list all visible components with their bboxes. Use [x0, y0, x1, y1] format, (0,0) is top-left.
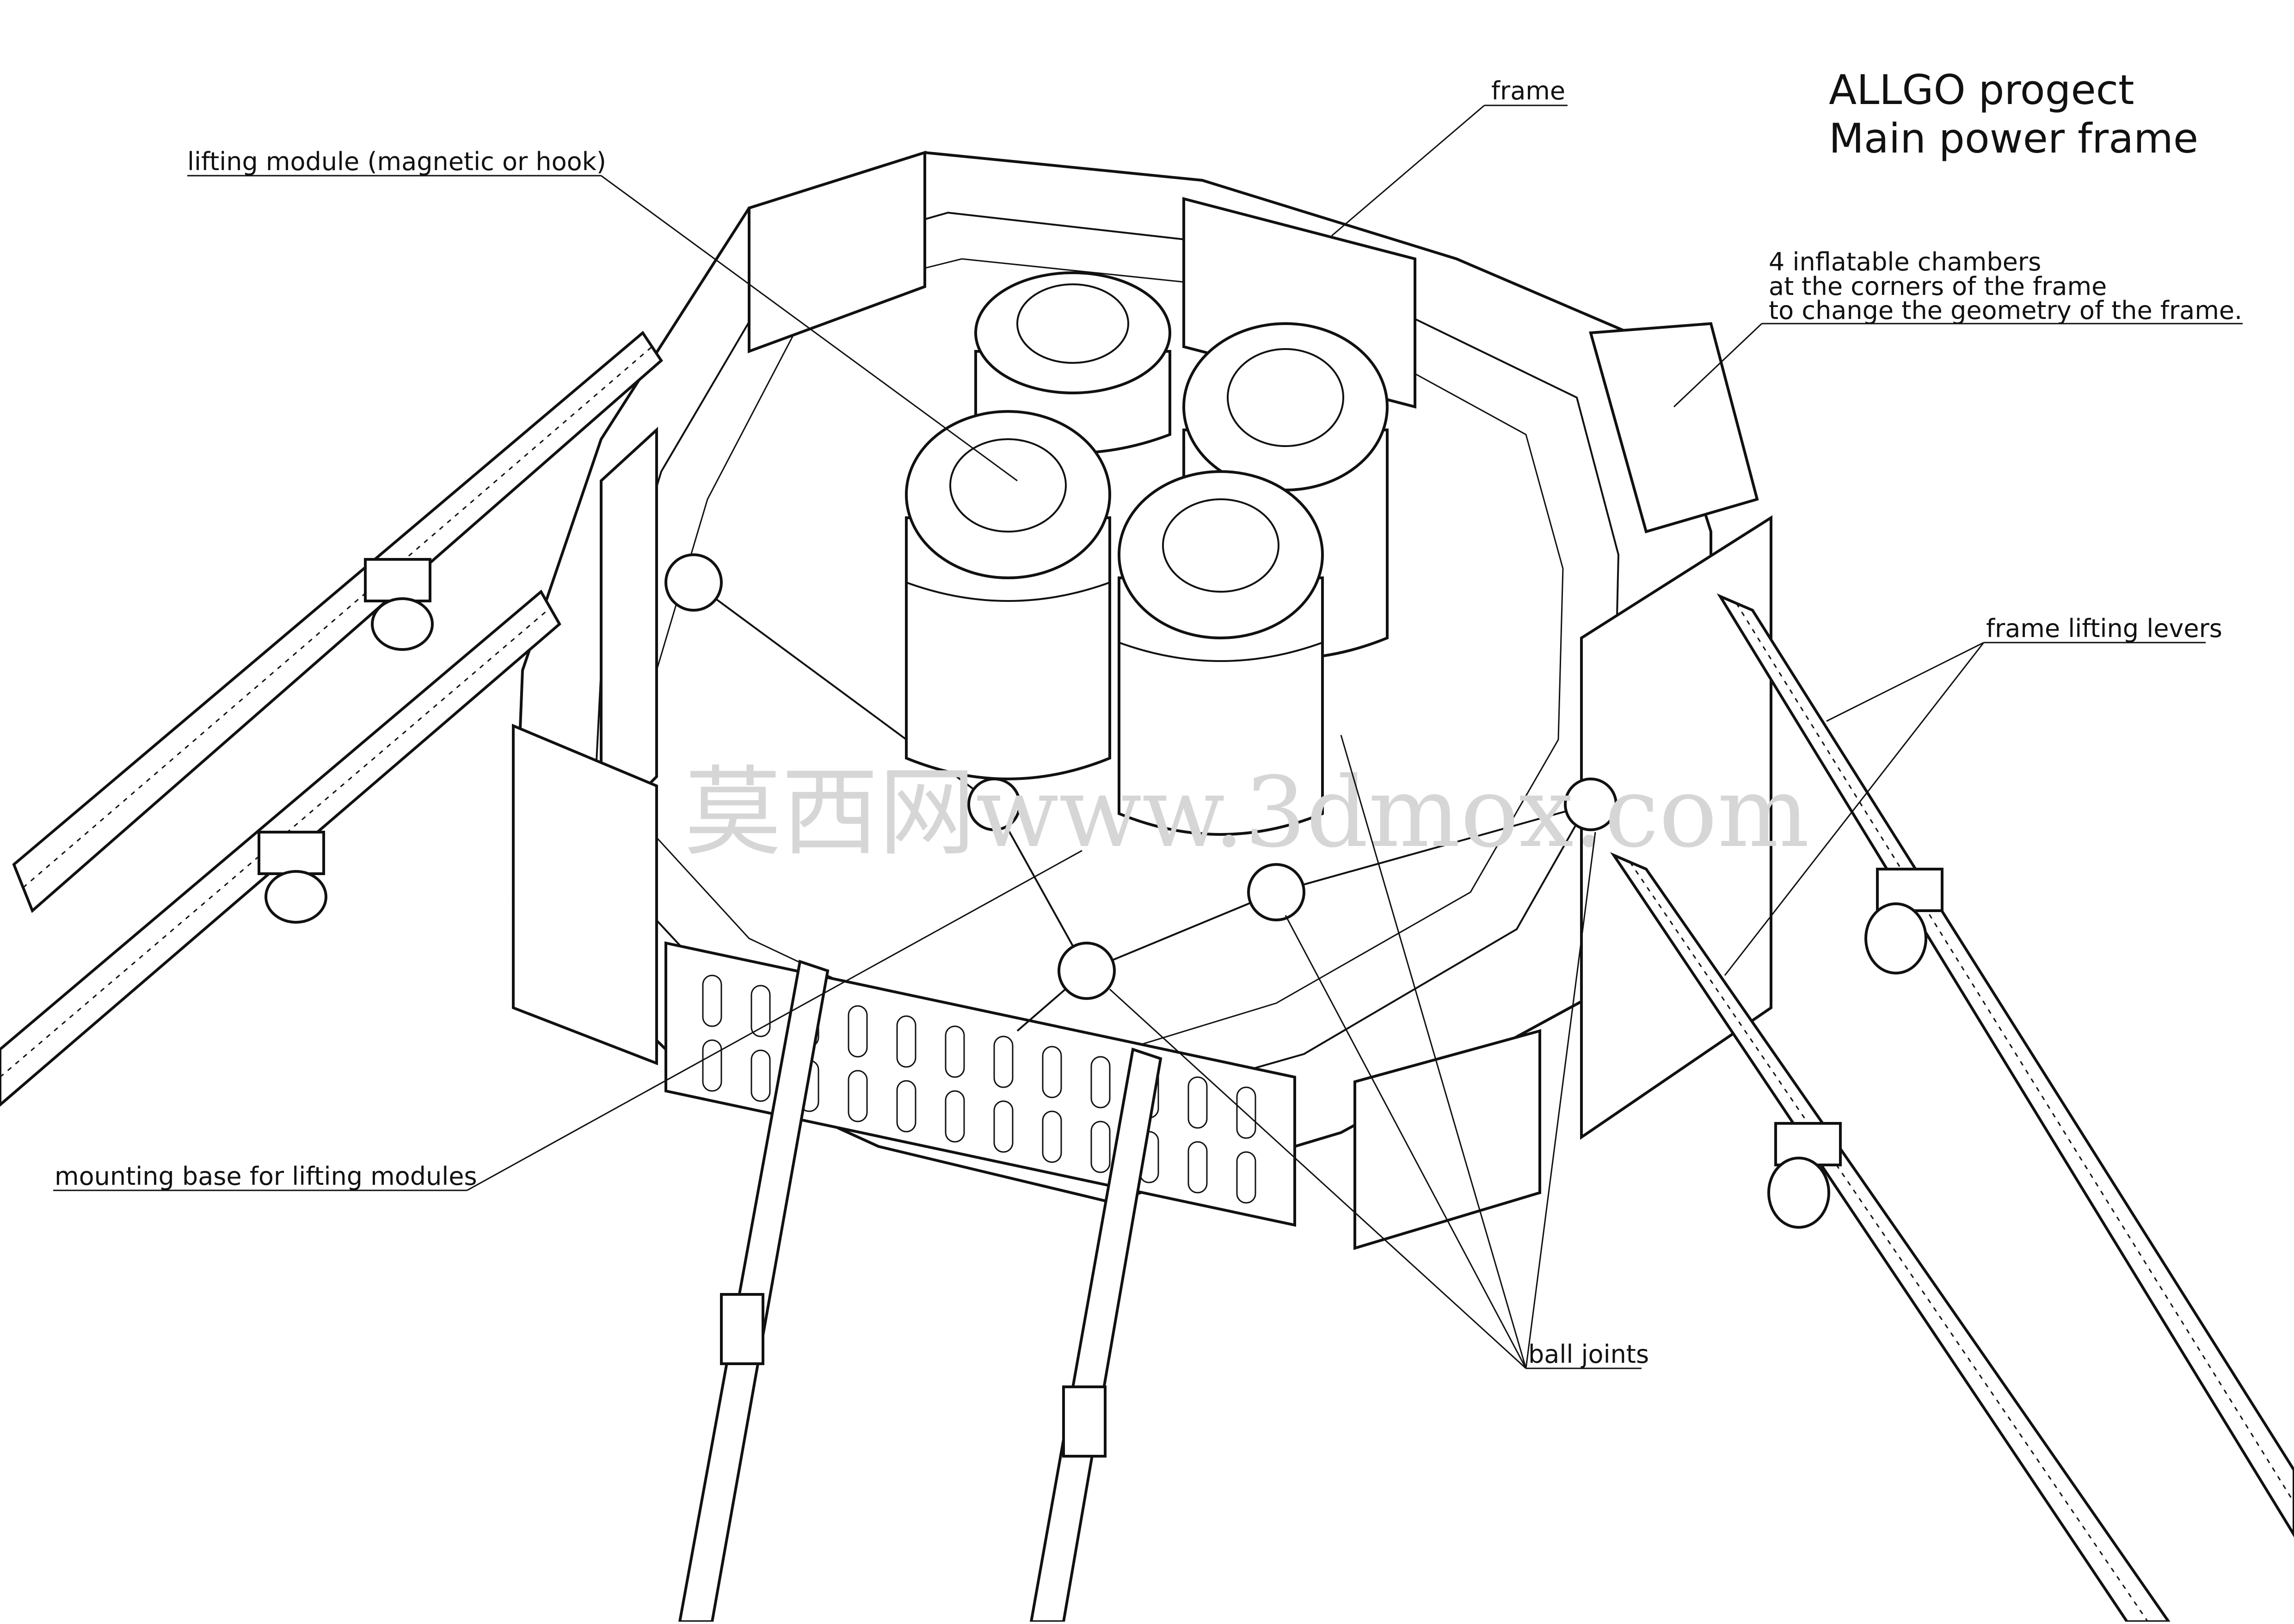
panel-slot — [1090, 1056, 1111, 1109]
panel-slot — [945, 1090, 965, 1143]
title-line-2: Main power frame — [1829, 115, 2198, 162]
label-mounting-base: mounting base for lifting modules — [55, 1162, 477, 1191]
label-frame-lifting-levers: frame lifting levers — [1986, 614, 2222, 643]
label-lifting-module: lifting module (magnetic or hook) — [187, 147, 606, 176]
lever-left-upper — [12, 331, 663, 913]
panel-slot — [1042, 1046, 1062, 1098]
panel-slot — [993, 1100, 1014, 1153]
lever-bracket-group — [258, 558, 1943, 1458]
panel-slot — [896, 1080, 916, 1133]
panel-slot — [702, 974, 722, 1027]
label-frame: frame — [1491, 76, 1565, 105]
panel-slot — [993, 1036, 1014, 1088]
lifting-module-front-right — [1118, 470, 1324, 836]
panel-slot — [896, 1015, 916, 1068]
panel-slot — [848, 1005, 868, 1058]
lever-right-upper — [1716, 593, 2294, 1538]
title-line-1: ALLGO progect — [1829, 66, 2134, 114]
panel-slot — [1236, 1151, 1256, 1204]
inflatable-chamber-front-right — [1353, 1029, 1541, 1250]
panel-slot — [1042, 1110, 1062, 1163]
label-ball-joints: ball joints — [1528, 1340, 1649, 1369]
panel-slot — [1236, 1086, 1256, 1139]
inflatable-chamber-back-right — [1589, 322, 1759, 533]
panel-slot — [750, 1049, 771, 1102]
watermark-text: 莫西网www.3dmox.com — [684, 756, 1809, 869]
lifting-module-back-left — [974, 271, 1171, 454]
panel-slot — [1090, 1121, 1111, 1173]
panel-slot — [1187, 1141, 1208, 1194]
label-chambers-line-2: at the corners of the frame — [1769, 272, 2107, 301]
panel-slot — [848, 1070, 868, 1122]
panel-slot — [945, 1025, 965, 1078]
inflatable-chamber-left — [512, 723, 658, 1066]
left-perforated-panel — [600, 427, 658, 836]
panel-slot — [750, 985, 771, 1037]
lifting-module-front-left — [905, 410, 1111, 780]
ball-joints-group — [664, 553, 1617, 1000]
panel-slot — [702, 1039, 722, 1092]
inflatable-chamber-back-left — [748, 150, 926, 354]
label-chambers-line-1: 4 inflatable chambers — [1769, 247, 2041, 276]
panel-slot — [1187, 1076, 1208, 1129]
label-chambers-line-3: to change the geometry of the frame. — [1769, 296, 2242, 325]
leader-lines — [53, 104, 2243, 1369]
